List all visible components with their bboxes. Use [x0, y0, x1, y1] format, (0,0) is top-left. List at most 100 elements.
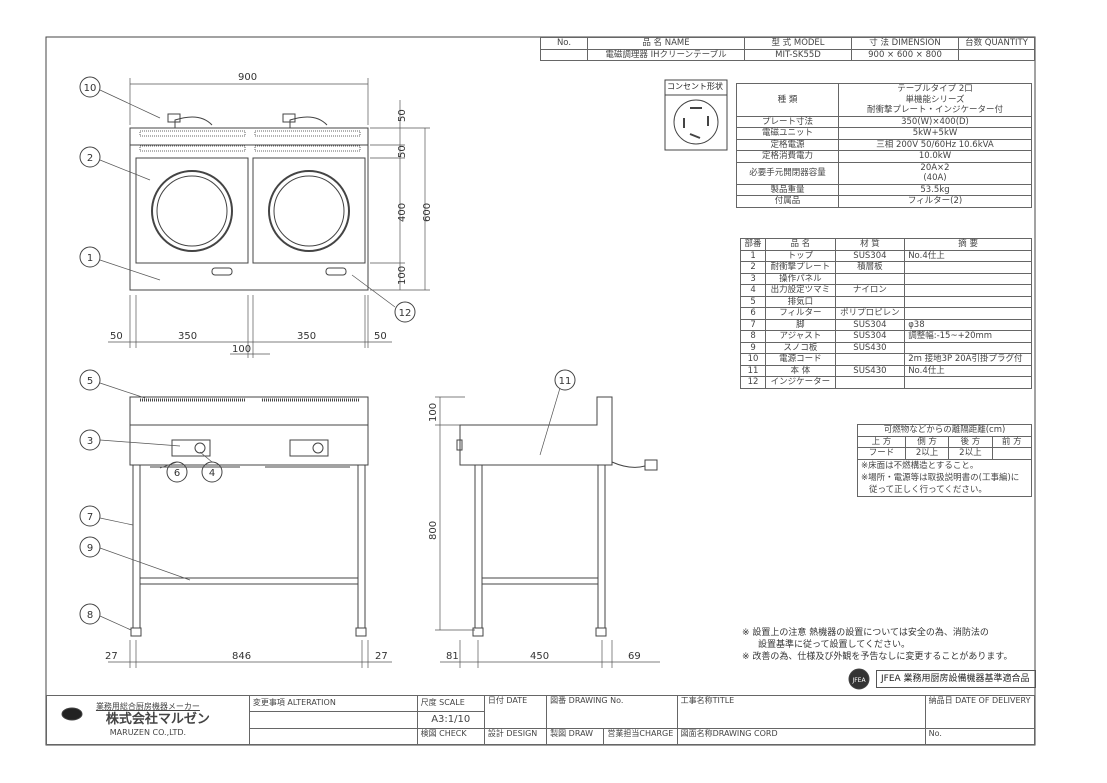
- parts-cell: 2m 接地3P 20A引掛プラグ付: [904, 353, 1032, 366]
- parts-cell: [834, 295, 906, 308]
- svg-text:12: 12: [399, 308, 412, 319]
- dim-69: 69: [628, 651, 641, 662]
- parts-cell: [904, 341, 1032, 354]
- spec-value: 5kW+5kW: [838, 127, 1032, 140]
- parts-cell: 1: [739, 249, 767, 262]
- outlet-shape-icon: [664, 79, 728, 151]
- spec-value: 350(W)×400(D): [838, 115, 1032, 128]
- parts-cell: 5: [739, 295, 767, 308]
- spec-row: 種 類テーブルタイプ 2口 単機能シリーズ 耐衝撃プレート・インジケーター付: [736, 83, 1032, 117]
- title-block: 業務用総合厨房機器メーカー 株式会社マルゼン MARUZEN CO.,LTD. …: [46, 694, 1036, 746]
- dim-50: 50: [397, 109, 408, 122]
- dim-800: 800: [428, 521, 439, 540]
- dim-50: 50: [374, 331, 387, 342]
- parts-cell: No.4仕上: [904, 249, 1032, 262]
- parts-cell: [904, 307, 1032, 320]
- parts-cell: [904, 261, 1032, 274]
- product-dimension: 900 × 600 × 800: [851, 48, 959, 61]
- parts-cell: ナイロン: [834, 284, 906, 297]
- dim-400: 400: [397, 203, 408, 222]
- parts-cell: [834, 272, 906, 285]
- spec-label: 付属品: [736, 195, 839, 208]
- spec-label: 必要手元開閉器容量: [736, 161, 839, 185]
- parts-cell: 出力設定ツマミ: [765, 284, 836, 297]
- svg-text:5: 5: [87, 376, 93, 387]
- spec-label: 製品重量: [736, 183, 839, 196]
- callout-1: 1: [79, 246, 101, 268]
- product-model: MIT-SK55D: [744, 48, 852, 61]
- parts-cell: フィルター: [765, 307, 836, 320]
- callout-12: 12: [394, 301, 416, 323]
- dim-900: 900: [238, 72, 257, 83]
- callout-7: 7: [79, 505, 101, 527]
- parts-cell: [904, 284, 1032, 297]
- svg-text:7: 7: [87, 512, 93, 523]
- parts-cell: [834, 353, 906, 366]
- jfea-logo: JFEA: [848, 668, 870, 690]
- parts-cell: 10: [739, 353, 767, 366]
- parts-cell: SUS430: [834, 341, 906, 354]
- spec-table: 種 類テーブルタイプ 2口 単機能シリーズ 耐衝撃プレート・インジケーター付プレ…: [736, 83, 1032, 208]
- parts-cell: 9: [739, 341, 767, 354]
- parts-cell: 6: [739, 307, 767, 320]
- callout-6: 6: [166, 461, 188, 483]
- spec-value: 10.0kW: [838, 150, 1032, 163]
- parts-cell: SUS304: [834, 330, 906, 343]
- callout-9: 9: [79, 536, 101, 558]
- spec-value: フィルター(2): [838, 195, 1032, 208]
- spec-label: 定格消費電力: [736, 150, 839, 163]
- spec-label: 電磁ユニット: [736, 127, 839, 140]
- parts-cell: トップ: [765, 249, 836, 262]
- parts-cell: 操作パネル: [765, 272, 836, 285]
- parts-cell: SUS304: [834, 318, 906, 331]
- dim-50: 50: [110, 331, 123, 342]
- dim-350: 350: [178, 331, 197, 342]
- dim-350: 350: [297, 331, 316, 342]
- parts-cell: [834, 376, 906, 389]
- svg-text:3: 3: [87, 436, 93, 447]
- dim-50: 50: [397, 145, 408, 158]
- callout-11: 11: [554, 369, 576, 391]
- spec-value: 三相 200V 50/60Hz 10.6kVA: [838, 138, 1032, 151]
- callout-5: 5: [79, 369, 101, 391]
- callout-2: 2: [79, 146, 101, 168]
- svg-text:2: 2: [87, 153, 93, 164]
- parts-cell: スノコ板: [765, 341, 836, 354]
- dim-27: 27: [105, 651, 118, 662]
- parts-cell: 脚: [765, 318, 836, 331]
- product-name: 電磁調理器 IHクリーンテーブル: [587, 48, 745, 61]
- spec-row: 定格電源三相 200V 50/60Hz 10.6kVA: [736, 138, 1032, 151]
- dim-100: 100: [428, 403, 439, 422]
- parts-cell: 7: [739, 318, 767, 331]
- parts-cell: 耐衝撃プレート: [765, 261, 836, 274]
- spec-label: プレート寸法: [736, 115, 839, 128]
- side-view: [456, 396, 658, 637]
- dim-846: 846: [232, 651, 251, 662]
- svg-text:9: 9: [87, 543, 93, 554]
- svg-text:10: 10: [84, 83, 97, 94]
- callout-3: 3: [79, 429, 101, 451]
- svg-text:4: 4: [209, 468, 215, 479]
- parts-cell: 電源コード: [765, 353, 836, 366]
- parts-cell: 4: [739, 284, 767, 297]
- parts-cell: 排気口: [765, 295, 836, 308]
- dim-81: 81: [446, 651, 459, 662]
- spec-row: 付属品フィルター(2): [736, 195, 1032, 208]
- parts-cell: [904, 272, 1032, 285]
- parts-cell: SUS430: [834, 364, 906, 377]
